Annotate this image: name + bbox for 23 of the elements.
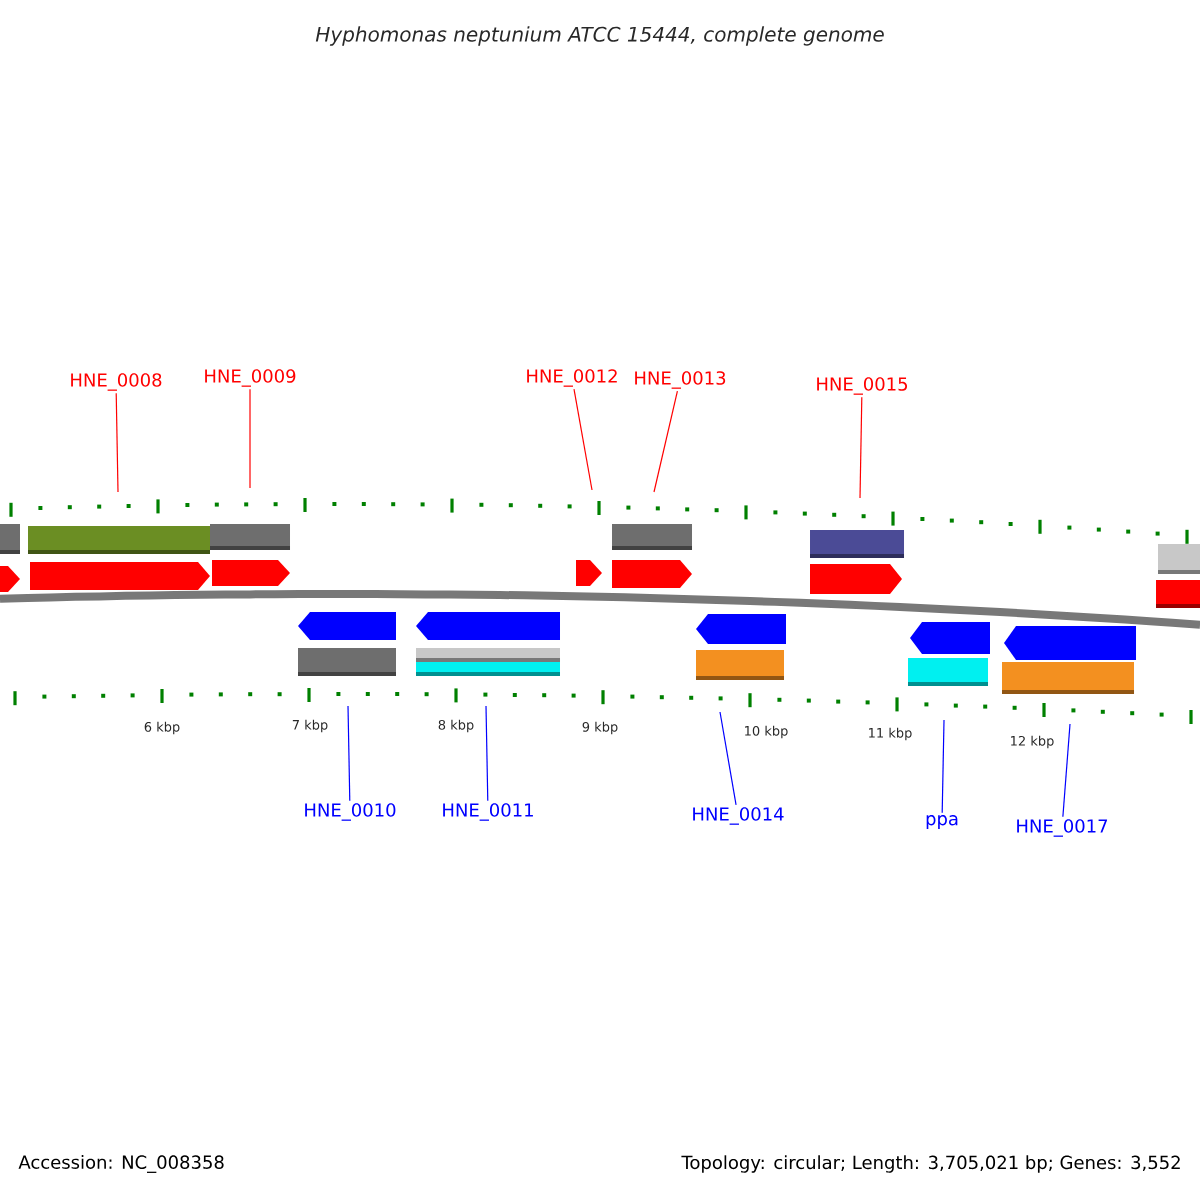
title: Hyphomonas neptunium ATCC 15444, complete genome	[315, 26, 884, 46]
gene-label: ppa	[926, 815, 958, 829]
gene-label: HNE_0011	[443, 803, 533, 821]
leader-line	[1062, 723, 1071, 818]
leader-line	[859, 396, 863, 499]
gene-label: HNE_0008	[71, 373, 162, 391]
genome-stats-text: Topology: circular; Length: 3,705,021 bp; Genes: 3,552	[681, 1155, 1180, 1173]
gene-label: HNE_0015	[817, 377, 907, 395]
leader-line	[719, 711, 737, 806]
gene-label: HNE_0010	[305, 803, 396, 821]
gene-label: HNE_0014	[693, 807, 784, 825]
leader-line	[573, 388, 593, 491]
gene-label: HNE_0012	[527, 369, 617, 387]
gene-label: HNE_0017	[1017, 819, 1108, 837]
gene-label: HNE_0013	[635, 371, 726, 389]
leader-line	[347, 705, 351, 802]
leader-line	[249, 388, 251, 489]
accession-text: Accession: NC_008358	[18, 1155, 224, 1173]
leader-line	[653, 390, 678, 493]
leader-line	[485, 705, 489, 802]
leader-line	[941, 719, 945, 814]
gene-label: HNE_0009	[205, 369, 296, 387]
leader-line	[115, 392, 119, 493]
